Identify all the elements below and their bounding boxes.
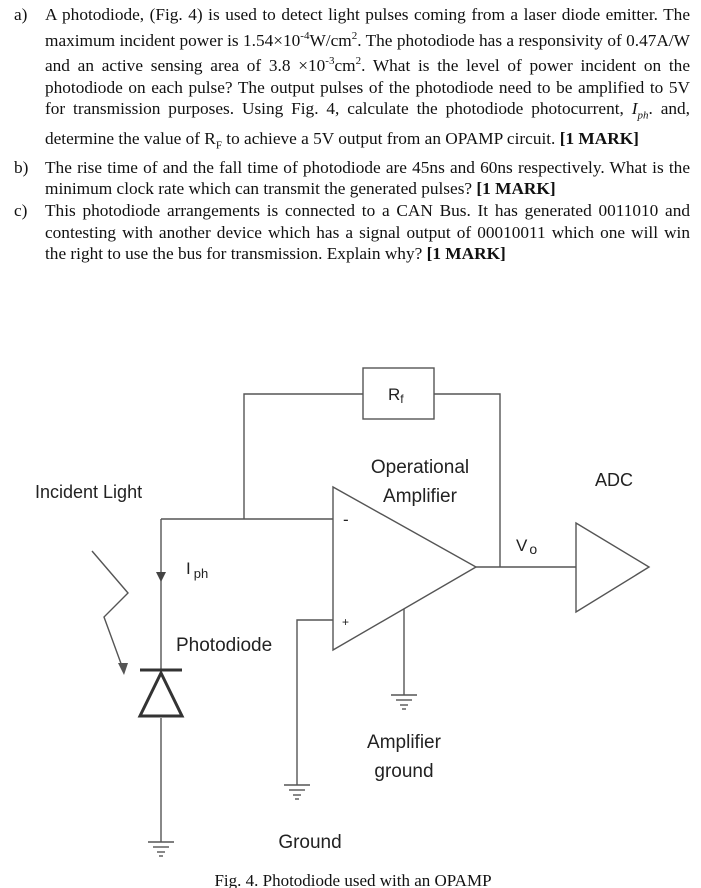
incident-light-label: Incident Light bbox=[35, 482, 142, 502]
amplifier-ground-label-line2: ground bbox=[374, 761, 433, 782]
marks: [1 MARK] bbox=[559, 128, 639, 148]
opamp-triangle bbox=[332, 485, 478, 652]
light-arrowhead-icon bbox=[118, 663, 128, 675]
current-arrow-icon bbox=[156, 572, 166, 582]
amplifier-ground-label-line1: Amplifier bbox=[367, 732, 442, 753]
question-label: c) bbox=[14, 201, 28, 221]
question-body: The rise time of and the fall time of ph… bbox=[45, 157, 690, 199]
noninverting-sign: + bbox=[342, 615, 349, 629]
ground-icon bbox=[284, 784, 310, 800]
photodiode-symbol bbox=[137, 668, 185, 718]
noninverting-input-wire bbox=[296, 619, 333, 785]
figure-caption: Fig. 4. Photodiode used with an OPAMP bbox=[214, 871, 491, 888]
opamp-label-line1: Operational bbox=[371, 457, 469, 478]
inverting-sign: - bbox=[343, 510, 349, 529]
rf-label: Rf bbox=[388, 385, 404, 406]
adc-triangle bbox=[575, 521, 651, 614]
ground-icon bbox=[391, 694, 417, 710]
question-c: c) This photodiode arrangements is conne… bbox=[14, 200, 690, 265]
question-body: This photodiode arrangements is connecte… bbox=[45, 201, 690, 264]
ground-icon bbox=[148, 841, 174, 857]
question-text: a) A photodiode, (Fig. 4) is used to det… bbox=[14, 4, 690, 265]
marks: [1 MARK] bbox=[476, 179, 556, 199]
question-b: b) The rise time of and the fall time of… bbox=[14, 157, 690, 200]
incident-light-arrow bbox=[91, 550, 129, 670]
question-a: a) A photodiode, (Fig. 4) is used to det… bbox=[14, 4, 690, 157]
question-body: A photodiode, (Fig. 4) is used to detect… bbox=[45, 5, 691, 151]
adc-label: ADC bbox=[595, 470, 633, 490]
marks: [1 MARK] bbox=[426, 244, 506, 264]
question-label: b) bbox=[14, 157, 29, 177]
feedback-resistor bbox=[362, 367, 435, 420]
feedback-wire-right bbox=[434, 393, 501, 567]
ground-label: Ground bbox=[278, 832, 341, 853]
opamp-label-line2: Amplifier bbox=[383, 486, 458, 507]
question-label: a) bbox=[14, 5, 28, 24]
feedback-wire-left bbox=[243, 393, 363, 519]
photodiode-label: Photodiode bbox=[176, 635, 272, 656]
